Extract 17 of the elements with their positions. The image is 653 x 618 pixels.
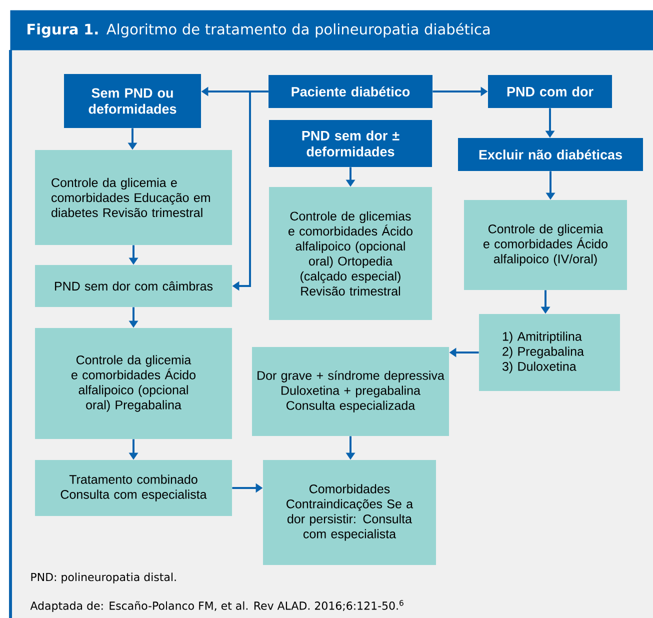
note: PND: polineuropatia distal. [31, 572, 176, 584]
title-bar: Figura 1. Algoritmo de tratamento da polineuropatia diabética [10, 10, 653, 50]
process-box: 1) Amitriptilina 2) Pregabalina 3) Duloxetina [479, 314, 620, 391]
process-box: PND sem dor com câimbras [35, 265, 232, 307]
heading-box: PND sem dor ± deformidades [269, 120, 432, 167]
heading-box: PND com dor [488, 75, 612, 108]
heading-box: Paciente diabético [268, 75, 432, 108]
process-box: Controle da glicemia e comorbidades Ácido alfalipoico (opcional oral) Pregabalina [35, 328, 232, 439]
note: Adaptada de: Escaño-Polanco FM, et al. Rev ALAD. 2016;6:121-50.$^{6}$ [30, 600, 404, 612]
process-box: Tratamento combinado Consulta com especialista [35, 460, 232, 516]
process-box: Controle da glicemia e comorbidades Educação em diabetes Revisão trimestral [35, 150, 232, 245]
heading-box: Excluir não diabéticas [458, 138, 643, 171]
process-box: Controle de glicemias e comorbidades Ácido alfalipoico (opcional oral) Ortopedia (calçado especial) Revisão trimestral [269, 187, 432, 320]
process-box: Controle de glicemia e comorbidades Ácido alfalipoico (IV/oral) [464, 200, 627, 290]
process-box: Dor grave + síndrome depressiva Duloxetina + pregabalina Consulta especializada [252, 347, 449, 436]
heading-box: Sem PND ou deformidades [64, 74, 201, 128]
process-box: Comorbidades Contraindicações Se a dor persistir: Consulta com especialista [263, 460, 436, 565]
